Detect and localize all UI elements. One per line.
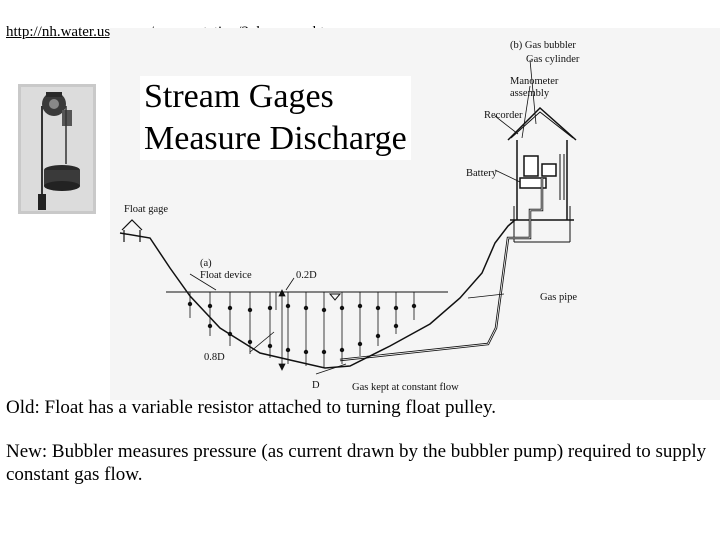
manometer-label: Manometer	[510, 76, 559, 87]
battery-label: Battery	[466, 168, 498, 179]
notes-section: Old: Float has a variable resistor attac…	[6, 396, 718, 486]
gas-pipe-label: Gas pipe	[540, 292, 577, 303]
float-gage-photo	[18, 84, 96, 214]
title-line-2: Measure Discharge	[144, 118, 407, 160]
gas-flow-label: Gas kept at constant flow	[352, 382, 459, 393]
gas-bubbler-label: (b) Gas bubbler	[510, 40, 576, 51]
title-line-1: Stream Gages	[144, 76, 407, 118]
manometer-assembly-label: assembly	[510, 88, 550, 99]
old-method-note: Old: Float has a variable resistor attac…	[6, 396, 718, 419]
gas-cylinder-label: Gas cylinder	[526, 54, 580, 65]
float-device-label: Float device	[200, 270, 252, 281]
depth-bottom-label: 0.8D	[204, 352, 225, 363]
recorder-label: Recorder	[484, 110, 523, 121]
depth-total-label: D	[312, 380, 320, 391]
new-method-note: New: Bubbler measures pressure (as curre…	[6, 440, 718, 486]
depth-top-label: 0.2D	[296, 270, 317, 281]
slide-title: Stream Gages Measure Discharge	[140, 76, 411, 160]
float-gage-label: Float gage	[124, 204, 168, 215]
float-device-label-a: (a)	[200, 258, 212, 269]
